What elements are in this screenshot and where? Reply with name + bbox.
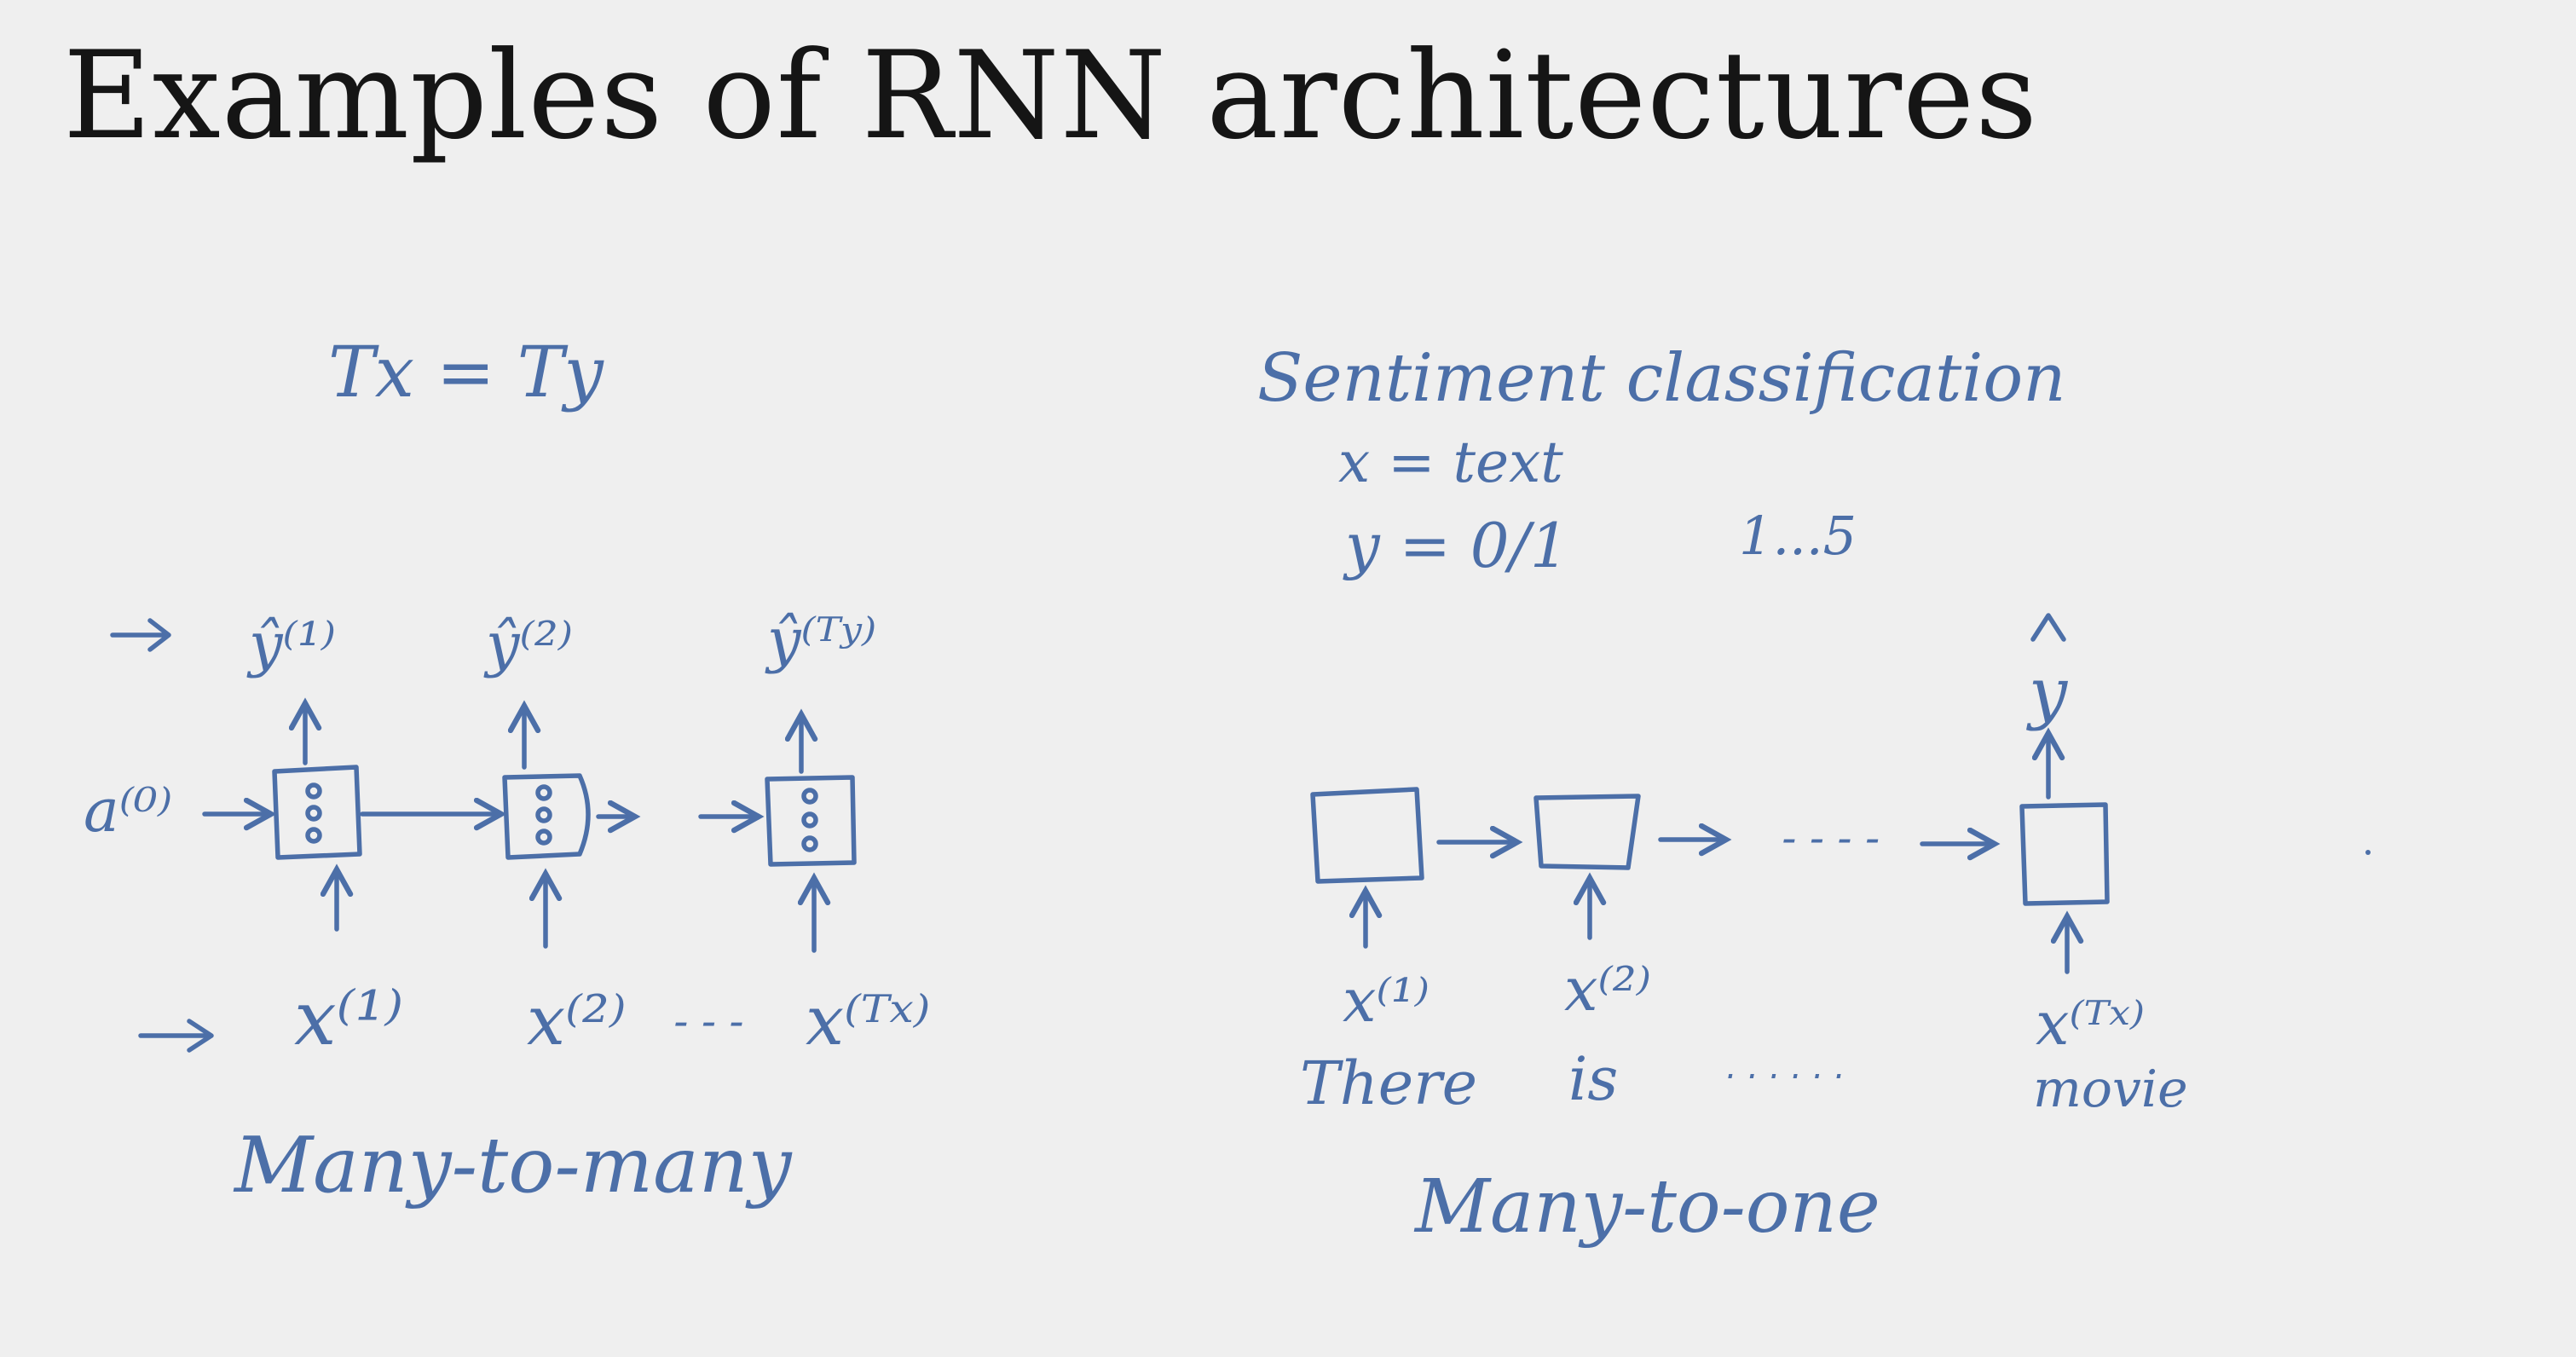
stray-dot xyxy=(2365,850,2371,855)
m2o-input-label-3: x⁽ᵀˣ⁾ xyxy=(2036,989,2145,1059)
a0-label: a⁽⁰⁾ xyxy=(84,776,172,846)
output-label-2: ŷ⁽²⁾ xyxy=(483,609,573,679)
word-ellipsis: . . . . . . xyxy=(1726,1048,1845,1087)
m2o-cell-2 xyxy=(1533,794,1641,870)
rnn-cell-3 xyxy=(765,775,857,867)
word-there: There xyxy=(1300,1048,1477,1118)
input-label-1: x⁽¹⁾ xyxy=(294,974,403,1062)
y-definition: y = 0/1 xyxy=(1343,510,1569,581)
many-to-one-diagram: Sentiment classification x = text y = 0/… xyxy=(1257,340,2371,1250)
input-ellipsis: - - - xyxy=(673,998,743,1046)
word-movie: movie xyxy=(2033,1060,2188,1119)
input-label-3: x⁽ᵀˣ⁾ xyxy=(806,981,930,1060)
tx-equals-ty-label: Tx = Ty xyxy=(328,332,604,413)
output-label-1: ŷ⁽¹⁾ xyxy=(246,609,336,679)
many-to-one-caption: Many-to-one xyxy=(1413,1164,1880,1250)
rnn-cell-1 xyxy=(272,765,362,860)
sentiment-heading: Sentiment classification xyxy=(1257,340,2065,417)
m2o-output-y: y xyxy=(2026,653,2069,732)
many-to-many-caption: Many-to-many xyxy=(233,1121,793,1210)
pointer-arrow-outputs xyxy=(110,618,171,652)
pointer-arrow-inputs xyxy=(138,1019,214,1053)
m2o-chain-ellipsis: - - - - xyxy=(1782,815,1880,863)
output-label-3: ŷ⁽ᵀʸ⁾ xyxy=(765,605,876,675)
y-range: 1...5 xyxy=(1739,505,1857,567)
m2o-output-hat xyxy=(2030,613,2066,642)
m2o-cell-1 xyxy=(1310,787,1424,884)
many-to-many-diagram: Tx = Ty a⁽⁰⁾ ŷ⁽¹⁾ ŷ⁽ xyxy=(84,332,930,1210)
input-label-2: x⁽²⁾ xyxy=(527,981,626,1060)
word-is: is xyxy=(1568,1044,1618,1114)
x-definition: x = text xyxy=(1338,430,1563,495)
m2o-cell-last xyxy=(2019,802,2110,906)
slide-title: Examples of RNN architectures xyxy=(63,26,2039,166)
m2o-input-label-1: x⁽¹⁾ xyxy=(1343,966,1430,1036)
m2o-input-label-2: x⁽²⁾ xyxy=(1564,955,1651,1025)
rnn-cell-2 xyxy=(502,773,591,860)
